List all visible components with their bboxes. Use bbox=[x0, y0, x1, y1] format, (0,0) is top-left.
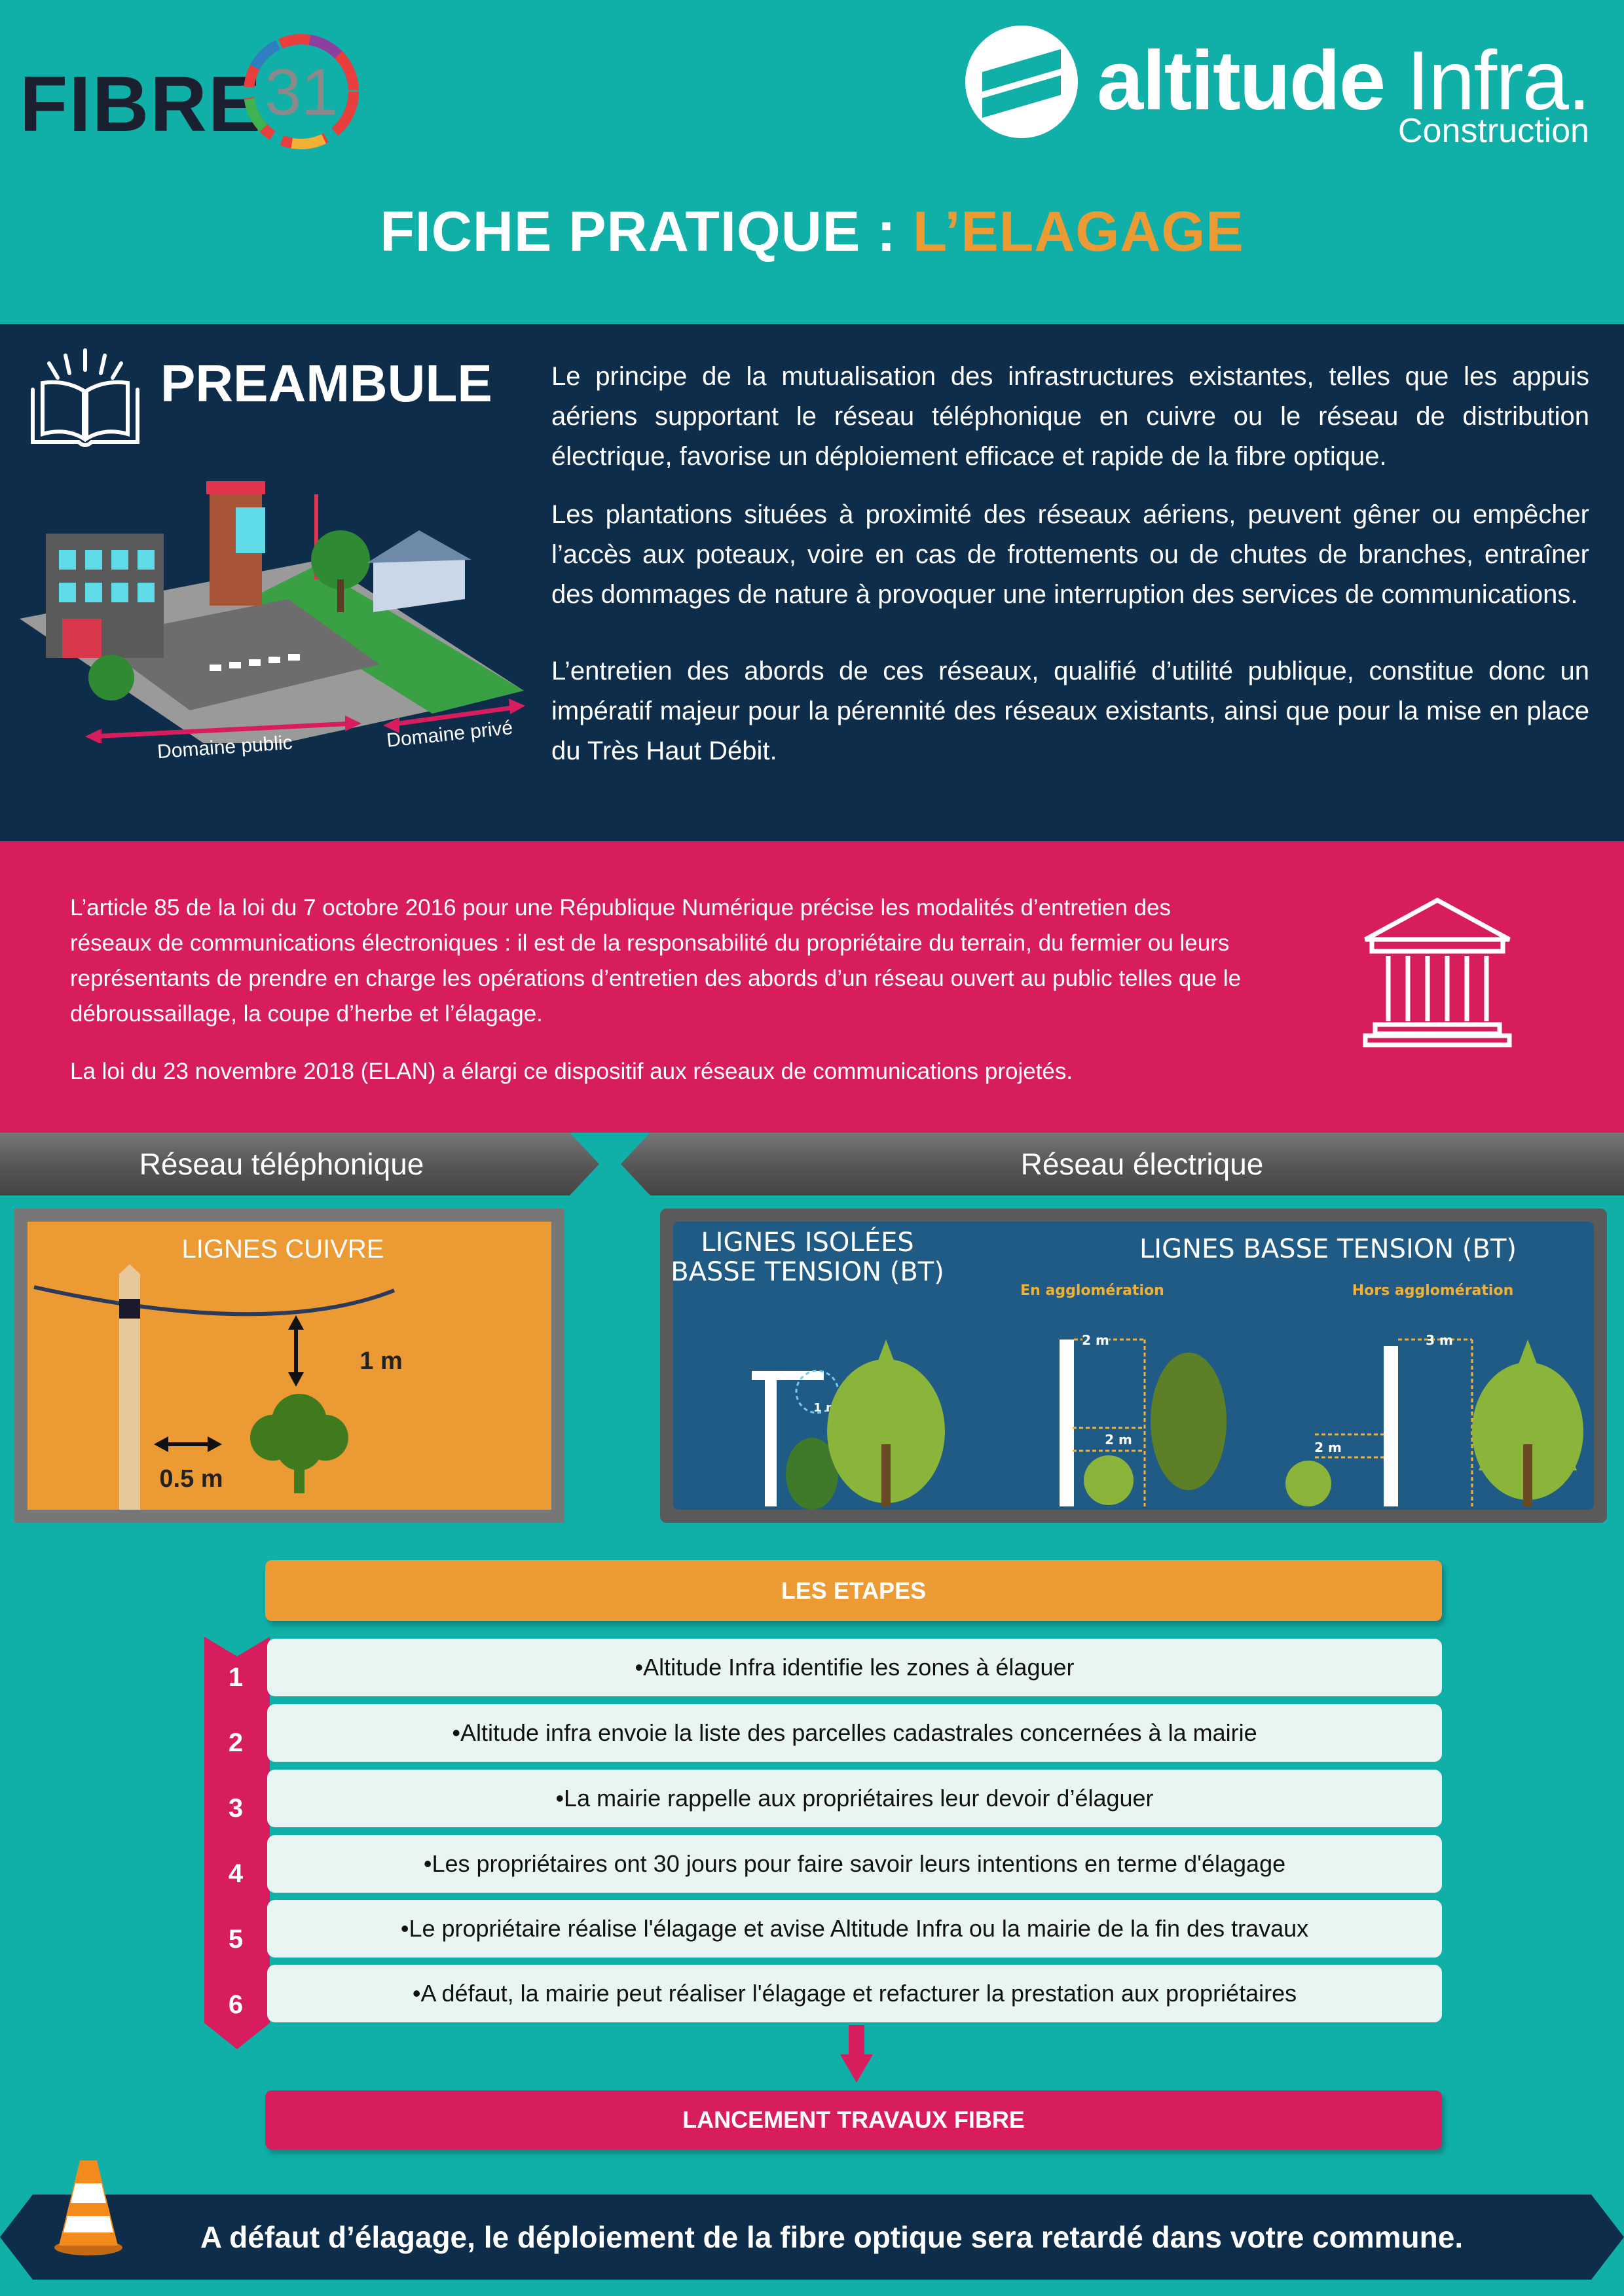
bt-title: LIGNES BASSE TENSION (BT) bbox=[1139, 1234, 1517, 1264]
step-row: •Altitude infra envoie la liste des parc… bbox=[267, 1704, 1442, 1762]
altitude-logo-infra: Infra. bbox=[1406, 34, 1591, 128]
steps-header: LES ETAPES bbox=[265, 1560, 1442, 1621]
preambule-paragraph: Les plantations situées à proximité des … bbox=[551, 500, 1589, 609]
footer-warning: A défaut d’élagage, le déploiement de la… bbox=[0, 2195, 1624, 2280]
fibre31-logo: FIBRE 31 bbox=[20, 26, 367, 157]
preambule-text: Le principe de la mutualisation des infr… bbox=[551, 357, 1589, 790]
town-side-distance: 2 m bbox=[1105, 1432, 1132, 1448]
step-row: •Altitude Infra identifie les zones à él… bbox=[267, 1639, 1442, 1696]
down-arrow-icon bbox=[840, 2025, 873, 2083]
preambule-paragraph: L’entretien des abords de ces réseaux, q… bbox=[551, 657, 1589, 765]
law-text: L’article 85 de la loi du 7 octobre 2016… bbox=[70, 890, 1249, 1112]
altitude-logo-sub: Construction bbox=[1398, 112, 1589, 150]
step-number: 3 bbox=[228, 1794, 244, 1823]
preambule-section: PREAMBULE Domaine public Domaine privé L… bbox=[0, 324, 1624, 841]
copper-horizontal-distance: 0.5 m bbox=[159, 1465, 223, 1493]
law-paragraph: La loi du 23 novembre 2018 (ELAN) a élar… bbox=[70, 1059, 1073, 1084]
step-row: •A défaut, la mairie peut réaliser l'éla… bbox=[267, 1965, 1442, 2022]
courthouse-icon bbox=[1363, 898, 1512, 1048]
title-main: FICHE PRATIQUE : bbox=[380, 200, 913, 263]
out-top-distance: 3 m bbox=[1426, 1332, 1453, 1348]
copper-lines-title: LIGNES CUIVRE bbox=[182, 1235, 384, 1264]
step-row: •La mairie rappelle aux propriétaires le… bbox=[267, 1770, 1442, 1827]
step-number: 1 bbox=[228, 1663, 244, 1692]
domain-illustration bbox=[20, 481, 525, 743]
out-town-label: Hors agglomération bbox=[1352, 1283, 1514, 1299]
altitude-swirl-icon bbox=[965, 26, 1078, 138]
copper-lines-diagram: LIGNES CUIVRE 1 m 0.5 m bbox=[33, 1235, 403, 1510]
step-row: •Le propriétaire réalise l'élagage et av… bbox=[267, 1900, 1442, 1958]
step-number: 2 bbox=[228, 1728, 244, 1757]
town-top-distance: 2 m bbox=[1082, 1332, 1109, 1348]
fibre31-ring-icon: 31 bbox=[244, 34, 359, 149]
isolated-title-line1: LIGNES ISOLÉES bbox=[701, 1226, 913, 1258]
copper-vertical-distance: 1 m bbox=[360, 1347, 402, 1375]
electric-lines-panel: LIGNES ISOLÉES BASSE TENSION (BT) LIGNES… bbox=[660, 1209, 1607, 1523]
step-number: 6 bbox=[228, 1990, 244, 2019]
step-number: 4 bbox=[228, 1859, 244, 1888]
launch-works-banner: LANCEMENT TRAVAUX FIBRE bbox=[265, 2090, 1442, 2149]
altitude-logo-word: altitude bbox=[1097, 34, 1386, 128]
copper-lines-panel: LIGNES CUIVRE 1 m 0.5 m bbox=[14, 1209, 564, 1523]
fibre31-logo-number: 31 bbox=[265, 56, 337, 129]
in-town-label: En agglomération bbox=[1020, 1283, 1164, 1299]
preambule-paragraph: Le principe de la mutualisation des infr… bbox=[551, 362, 1589, 471]
title-accent: L’ELAGAGE bbox=[912, 200, 1244, 263]
open-book-icon bbox=[31, 348, 139, 447]
step-row: •Les propriétaires ont 30 jours pour fai… bbox=[267, 1835, 1442, 1893]
law-section: L’article 85 de la loi du 7 octobre 2016… bbox=[0, 841, 1624, 1133]
step-number: 5 bbox=[228, 1925, 244, 1954]
electric-lines-diagram: LIGNES ISOLÉES BASSE TENSION (BT) LIGNES… bbox=[673, 1226, 1583, 1510]
page-title: FICHE PRATIQUE : L’ELAGAGE bbox=[0, 200, 1624, 264]
telephone-network-banner: Réseau téléphonique bbox=[0, 1133, 599, 1195]
fibre31-logo-word: FIBRE bbox=[20, 60, 262, 148]
traffic-cone-icon bbox=[54, 2160, 122, 2255]
preambule-heading: PREAMBULE bbox=[160, 354, 492, 412]
steps-chevron-column bbox=[204, 1637, 270, 2049]
isolated-title-line2: BASSE TENSION (BT) bbox=[673, 1257, 944, 1287]
out-side-distance: 2 m bbox=[1314, 1440, 1342, 1455]
law-paragraph: L’article 85 de la loi du 7 octobre 2016… bbox=[70, 895, 1242, 1027]
electric-network-banner: Réseau électrique bbox=[621, 1133, 1624, 1195]
altitude-infra-logo: altitude Infra. Construction bbox=[963, 20, 1611, 151]
